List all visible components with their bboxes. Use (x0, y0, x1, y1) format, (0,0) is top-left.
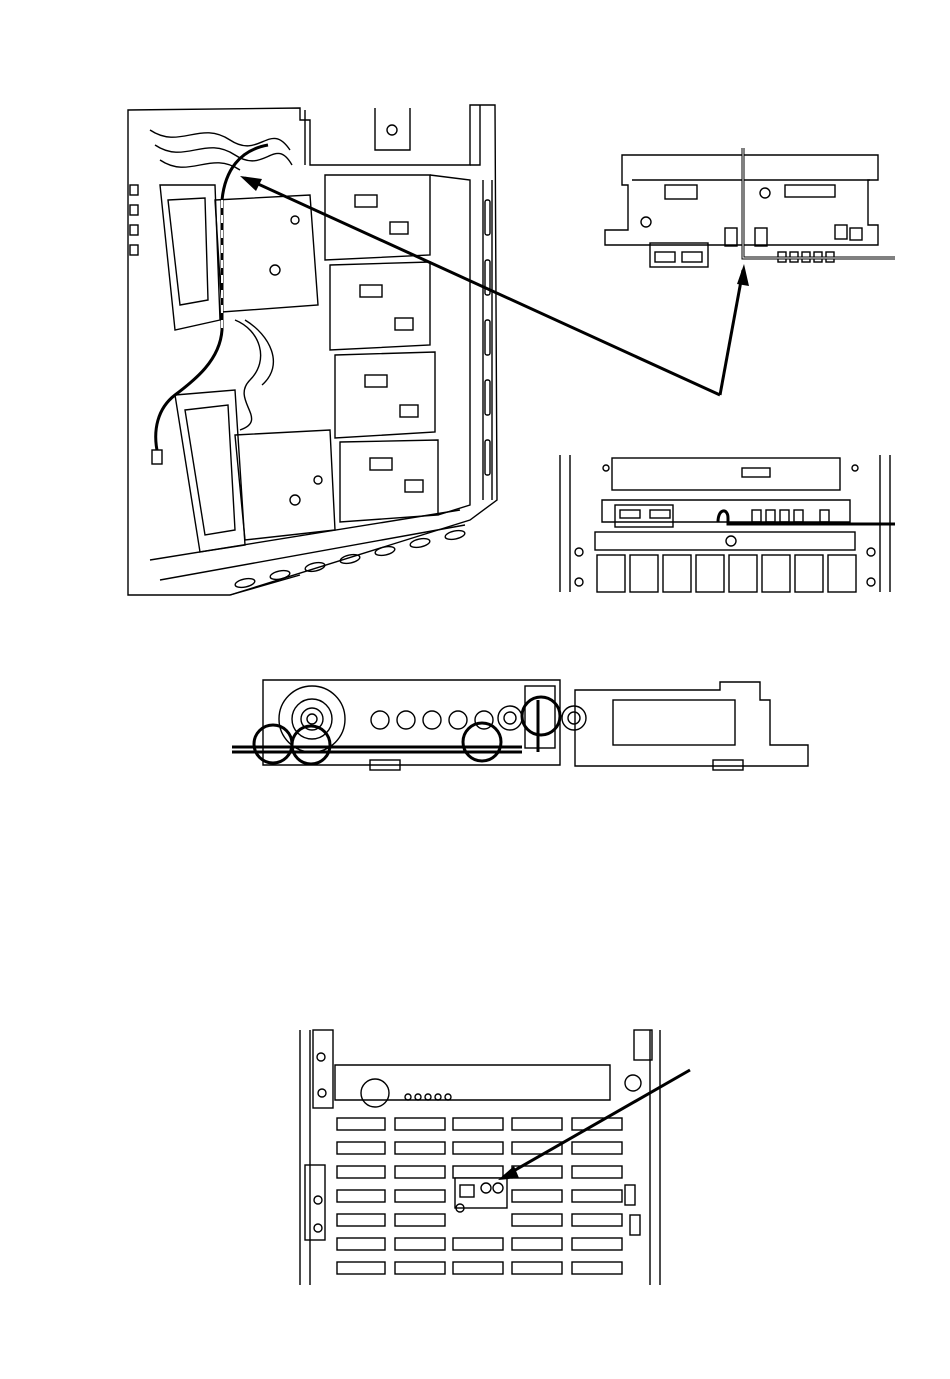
hdd-tray-row (597, 555, 856, 592)
rail-slots (485, 200, 490, 475)
front-panel-clip-figure (232, 680, 808, 770)
front-bezel-figure (300, 1030, 690, 1285)
fan-modules (160, 185, 335, 552)
bay-front-view-figure (560, 455, 895, 592)
bezel-leds (405, 1094, 451, 1100)
chassis-interior-figure (128, 105, 497, 595)
drive-bay-stack (325, 175, 470, 522)
front-panel-leds (371, 711, 493, 729)
front-panel-board-figure (605, 148, 895, 267)
bay-led-connectors (752, 510, 829, 522)
